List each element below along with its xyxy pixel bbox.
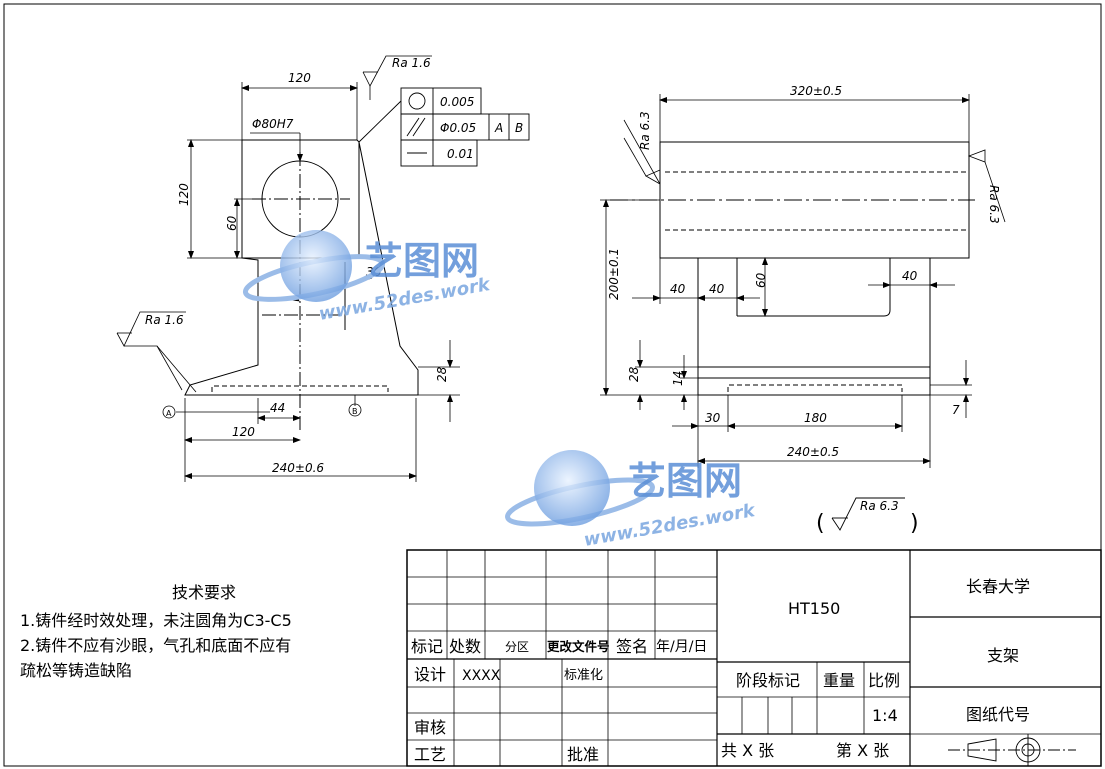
watermark-bottom-url: www.52des.work [582,500,757,551]
dim-left-offset: 30 [705,411,721,425]
weight-label: 重量 [823,671,855,690]
dim-top-width: 120 [288,71,311,85]
watermark-bottom-brand: 艺图网 [628,459,742,503]
tech-req-line1: 1.铸件经时效处理，未注圆角为C3-C5 [20,611,292,630]
header-date: 年/月/日 [656,639,707,655]
tolerance-frame [358,87,530,167]
datum-a-label: A [166,409,172,418]
university-name: 长春大学 [966,577,1030,596]
dim-head-height: 120 [177,183,191,206]
material: HT150 [788,599,840,618]
roughness-symbol-right-right [967,149,1006,223]
dim-top-length: 320±0.5 [790,84,842,98]
dim-half-width: 120 [232,425,255,439]
tolerance-datum-a: A [494,121,503,135]
design-label: 设计 [414,665,446,684]
header-count: 处数 [449,637,481,656]
watermark-top: 艺图网 www.52des.work [242,230,492,325]
roughness-right-left-label: Ra 6.3 [638,111,652,150]
designer-name: XXXX [462,668,501,684]
dim-base-height: 28 [435,366,449,382]
right-dim-labels: 320±0.5 200±0.1 40 40 40 60 28 14 30 180… [607,84,960,459]
dim-slot-b: 40 [709,282,725,296]
roughness-left-label: Ra 1.6 [145,313,184,327]
stage-label: 阶段标记 [736,671,800,690]
header-change-doc: 更改文件号 [547,639,610,654]
tolerance-parallel-value: Φ0.05 [440,121,476,135]
projection-symbol-icon [948,734,1076,766]
dim-rib: 44 [270,401,285,415]
roughness-symbol-top [362,55,432,100]
general-roughness-symbol [831,497,905,531]
roughness-top-label: Ra 1.6 [392,56,431,70]
dim-small-h: 7 [952,403,960,417]
datum-b-label: B [352,407,358,416]
header-mark: 标记 [411,637,443,656]
title-block [406,549,1102,767]
process-label: 工艺 [414,745,446,764]
dim-slot-c: 40 [902,269,918,283]
general-roughness-close-paren: ) [910,511,919,536]
drawing-no-label: 图纸代号 [966,705,1030,724]
right-dimensions [600,94,972,468]
dim-bore-center: 60 [225,215,239,231]
watermark-bottom: 艺图网 www.52des.work [505,450,757,551]
dim-height: 200±0.1 [607,248,621,300]
sheet-number: 第 X 张 [836,741,889,760]
tech-requirements: 技术要求 1.铸件经时效处理，未注圆角为C3-C5 2.铸件不应有沙眼，气孔和底… [20,583,292,680]
roughness-symbol-right-left [623,119,661,185]
dim-base-len: 240±0.5 [787,445,839,459]
tech-req-line3: 疏松等铸造缺陷 [20,661,132,680]
dim-slot-a: 40 [670,282,686,296]
dim-base-h: 28 [627,366,641,382]
watermark-top-brand: 艺图网 [365,239,479,283]
part-name: 支架 [987,646,1019,665]
tech-req-line2: 2.铸件不应有沙眼，气孔和底面不应有 [20,636,291,655]
standard-label: 标准化 [564,668,603,683]
dim-bore: Φ80H7 [252,117,294,131]
dim-slot-depth: 60 [754,272,768,288]
dim-total-width: 240±0.6 [272,461,324,475]
review-label: 审核 [414,718,446,737]
scale-label: 比例 [868,671,900,690]
tech-req-title: 技术要求 [172,583,236,602]
tolerance-datum-b: B [515,121,523,135]
left-dimensions [176,82,460,482]
roughness-right-right-label: Ra 6.3 [987,185,1001,224]
right-view [610,141,975,396]
header-zone: 分区 [505,640,529,654]
dim-step-h: 14 [671,371,685,386]
general-roughness-open-paren: ( [816,511,825,536]
scale-value: 1:4 [872,706,898,725]
approve-label: 批准 [567,745,599,764]
roughness-symbol-left [116,311,197,393]
tolerance-roundness-value: 0.005 [440,95,474,109]
sheets-total: 共 X 张 [721,741,774,760]
dim-center-len: 180 [804,411,827,425]
header-signature: 签名 [616,637,648,656]
general-roughness-label: Ra 6.3 [860,499,899,513]
tolerance-straightness-value: 0.01 [447,147,474,161]
title-block-text: 标记 处数 分区 更改文件号 签名 年/月/日 设计 XXXX 标准化 审核 工… [411,577,1030,764]
